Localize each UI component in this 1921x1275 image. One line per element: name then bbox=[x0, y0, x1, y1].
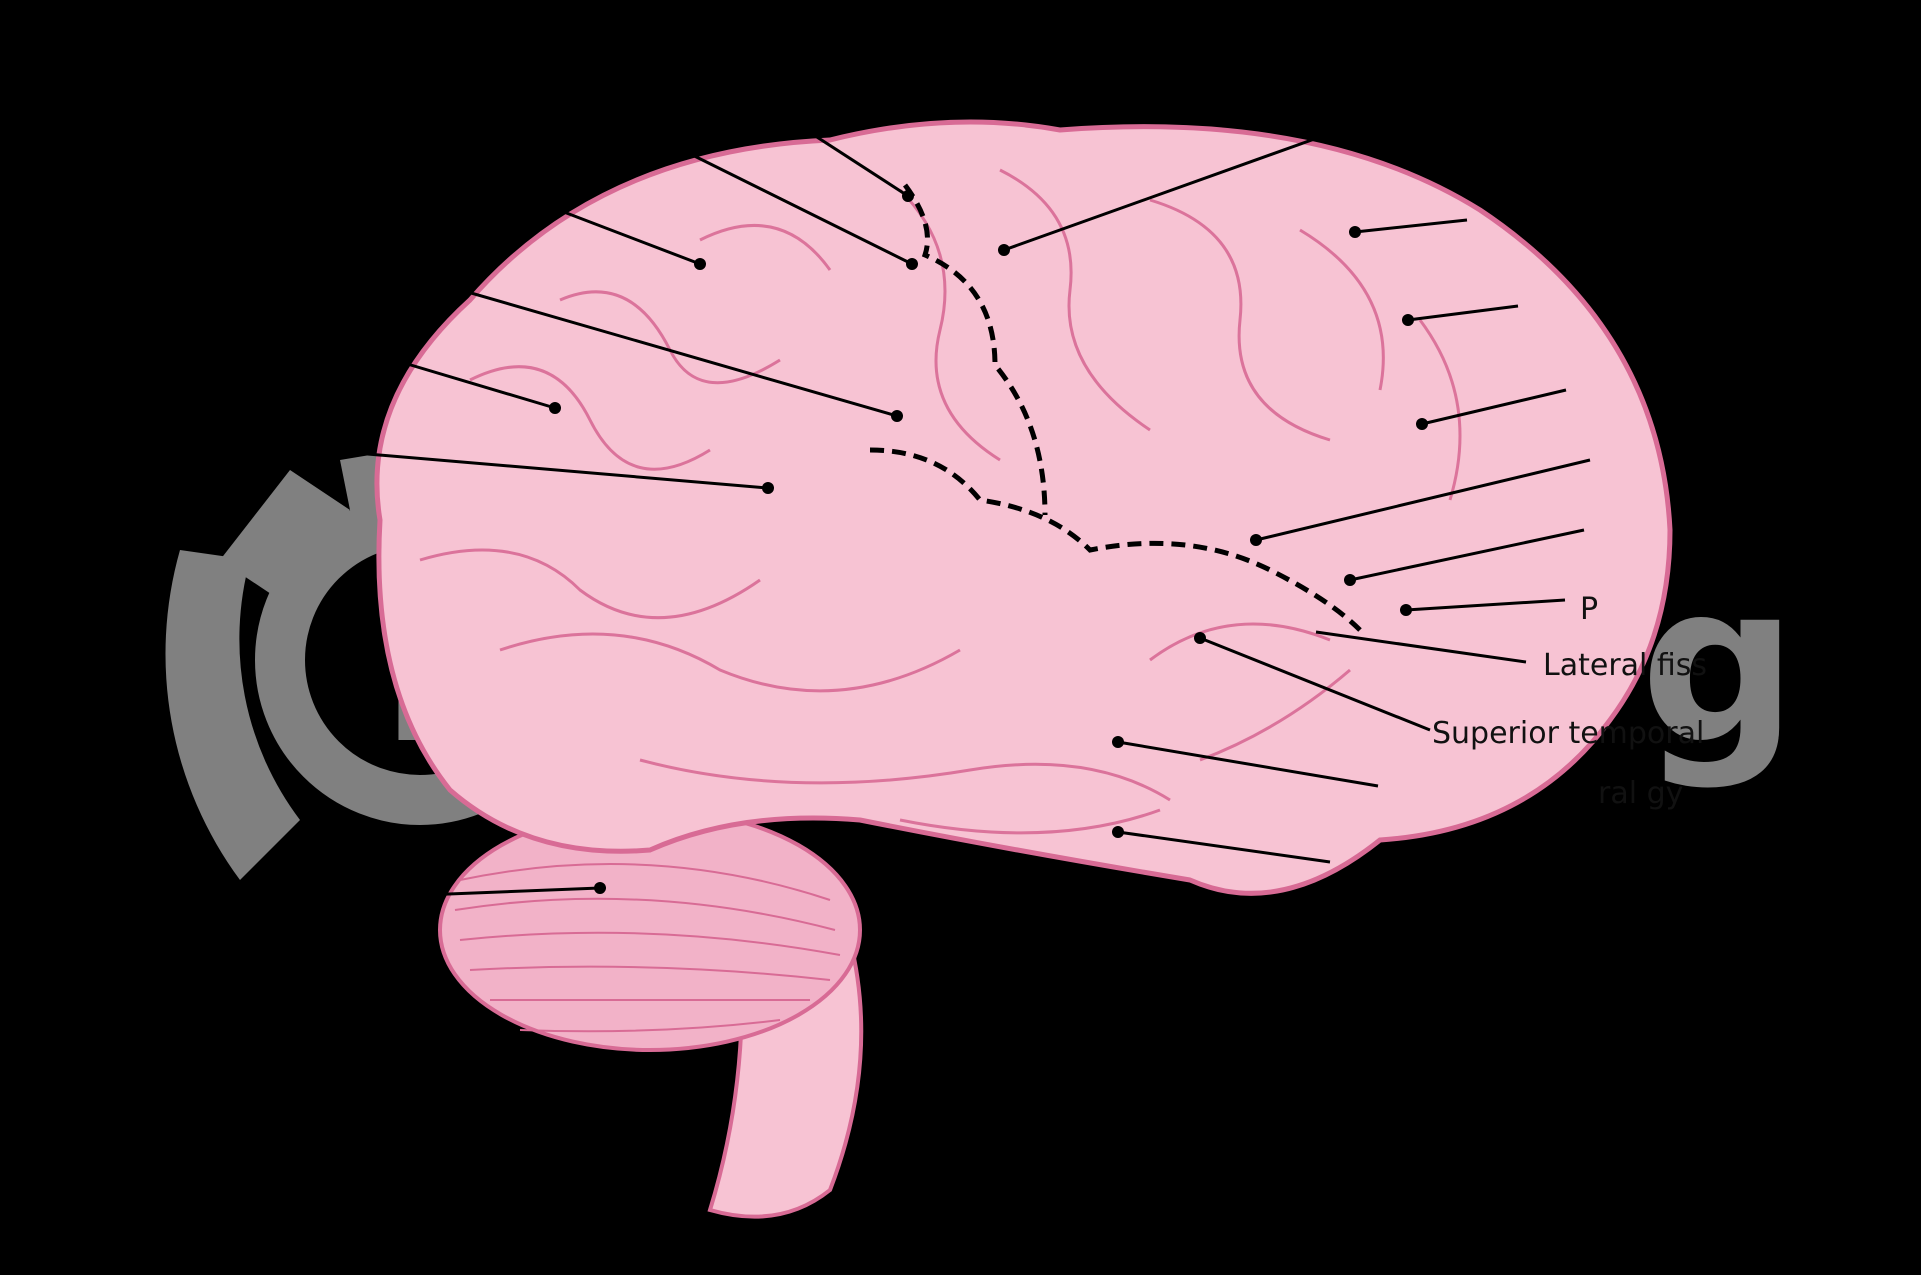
central-sulcus-dashed-line bbox=[902, 183, 1048, 516]
label-superior-temporal: Superior temporal bbox=[1432, 716, 1705, 751]
leader-lines bbox=[343, 80, 1591, 1026]
lateral-fissure-dashed-line bbox=[869, 447, 1362, 632]
label-temporal-gyrus-fragment: ral gy bbox=[1598, 776, 1684, 811]
label-lateral-fissure: Lateral fiss bbox=[1543, 648, 1708, 683]
cerebrum-shape bbox=[374, 119, 1673, 896]
label-fragment-p: P bbox=[1580, 592, 1599, 627]
